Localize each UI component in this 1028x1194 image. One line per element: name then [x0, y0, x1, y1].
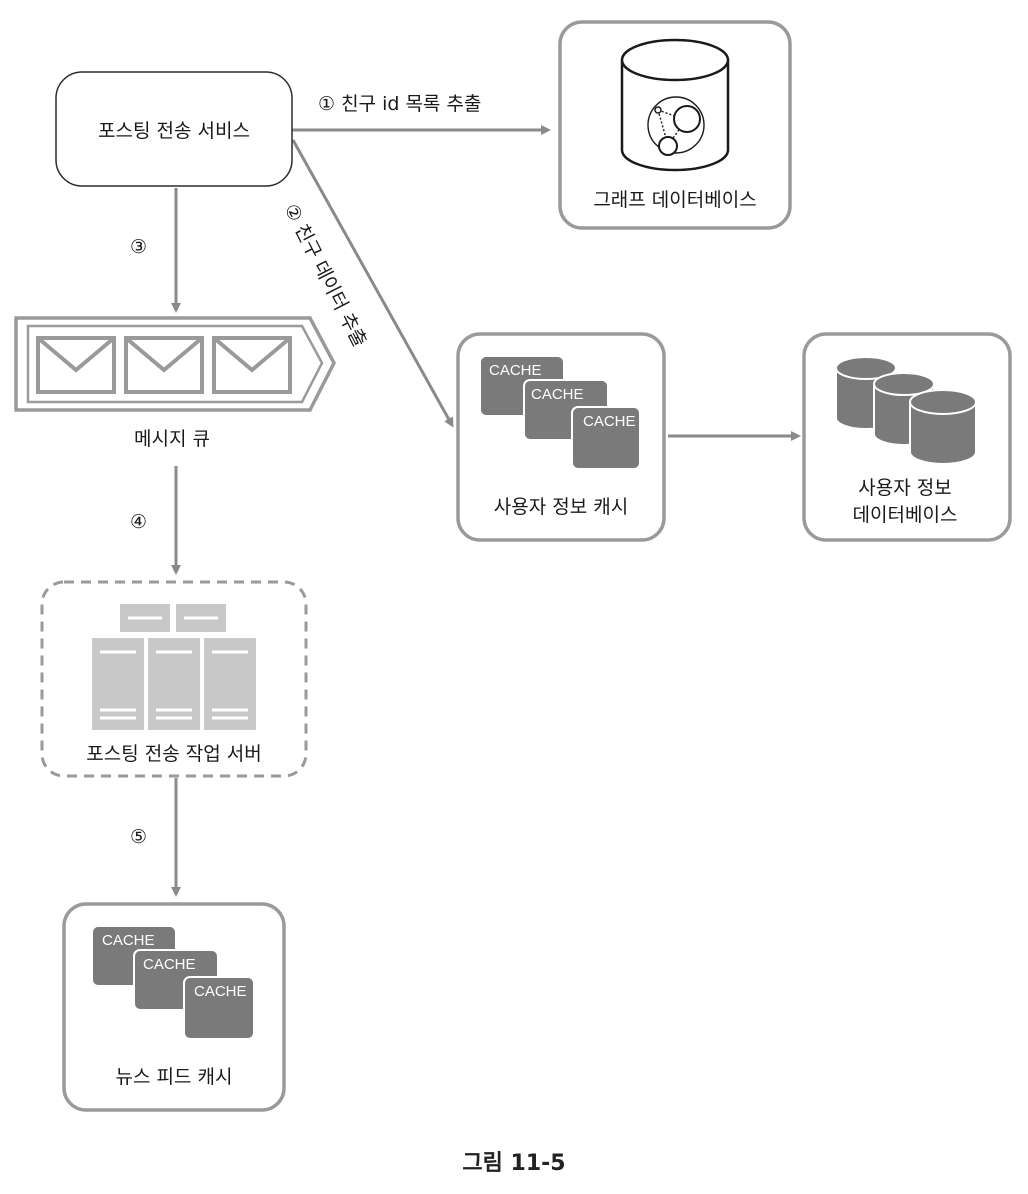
user-database-node: 사용자 정보 데이터베이스	[802, 332, 1012, 542]
graph-database-label: 그래프 데이터베이스	[593, 189, 756, 211]
cache-text: CACHE	[102, 932, 155, 949]
database-cluster-icon	[835, 356, 977, 465]
message-queue-label: 메시지 큐	[134, 428, 210, 450]
graph-database-node: 그래프 데이터베이스	[558, 20, 792, 230]
cache-stack-icon: CACHE CACHE CACHE	[479, 355, 641, 470]
server-rack-icon	[92, 604, 256, 730]
fanout-workers-node: 포스팅 전송 작업 서버	[40, 580, 308, 778]
cache-text: CACHE	[143, 956, 196, 973]
envelope-icon	[212, 336, 292, 394]
step3-label: ③	[130, 236, 147, 258]
step1-label: ① 친구 id 목록 추출	[318, 93, 481, 115]
cache-text: CACHE	[489, 362, 542, 379]
user-database-label: 데이터베이스	[853, 504, 958, 526]
fanout-workers-label: 포스팅 전송 작업 서버	[86, 743, 261, 765]
cache-text: CACHE	[583, 413, 636, 430]
arrows	[171, 125, 801, 897]
cache-stack-icon: CACHE CACHE CACHE	[91, 925, 255, 1040]
envelope-icon	[36, 336, 116, 394]
cache-text: CACHE	[194, 983, 247, 1000]
figure-caption: 그림 11-5	[462, 1151, 565, 1176]
arrow-step2	[291, 139, 454, 428]
step5-label: ⑤	[130, 826, 147, 848]
step4-label: ④	[130, 511, 147, 533]
cache-text: CACHE	[531, 386, 584, 403]
fanout-service-node: 포스팅 전송 서비스	[55, 71, 293, 187]
news-feed-cache-label: 뉴스 피드 캐시	[116, 1066, 233, 1088]
user-cache-label: 사용자 정보 캐시	[494, 496, 628, 518]
user-database-label: 사용자 정보	[858, 477, 951, 499]
news-feed-cache-node: CACHE CACHE CACHE 뉴스 피드 캐시	[62, 902, 286, 1112]
user-cache-node: CACHE CACHE CACHE 사용자 정보 캐시	[456, 332, 666, 542]
fanout-service-label: 포스팅 전송 서비스	[98, 120, 250, 142]
envelope-icon	[124, 336, 204, 394]
graph-database-icon	[620, 38, 730, 172]
message-queue-node: 메시지 큐	[14, 316, 336, 450]
